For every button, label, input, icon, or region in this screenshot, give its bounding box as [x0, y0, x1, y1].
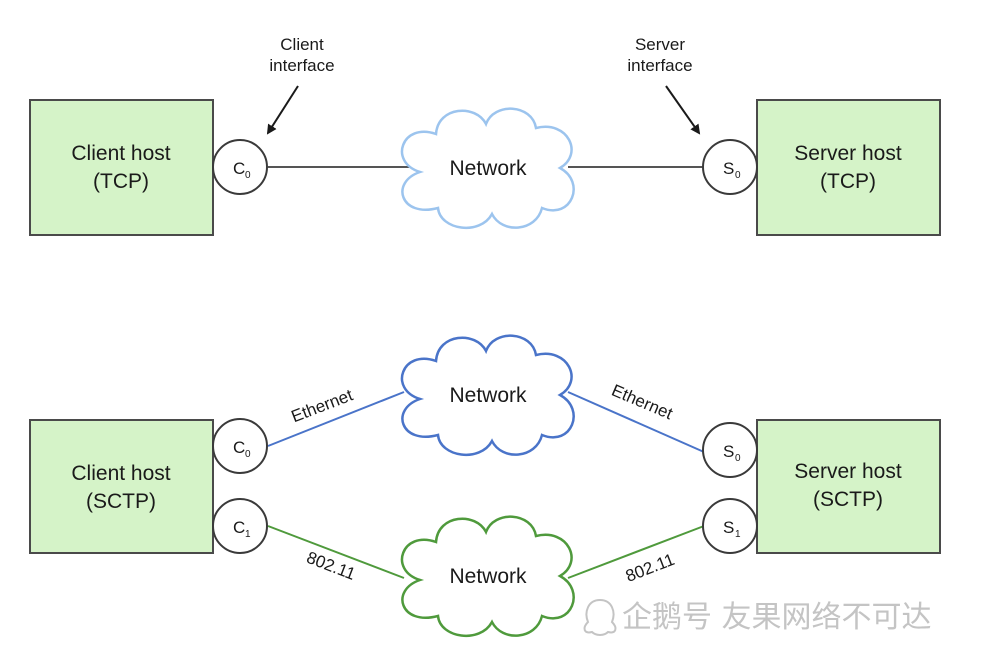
svg-text:C: C — [233, 518, 245, 537]
svg-text:C: C — [233, 159, 245, 178]
svg-text:1: 1 — [735, 529, 741, 540]
server-interface-arrow — [665, 85, 701, 135]
network-label: Network — [449, 384, 527, 407]
wifi-right-label: 802.11 — [623, 550, 677, 586]
svg-text:S: S — [723, 518, 734, 537]
server-host-protocol: (SCTP) — [813, 488, 883, 511]
svg-text:0: 0 — [735, 170, 741, 181]
svg-text:Client: Client — [280, 35, 324, 54]
svg-text:C: C — [233, 438, 245, 457]
client-host-label: Client host — [71, 462, 170, 485]
wifi-left-label: 802.11 — [304, 548, 358, 584]
svg-text:0: 0 — [245, 170, 251, 181]
client-host-sctp: Client host (SCTP) — [29, 419, 214, 554]
ethernet-left-label: Ethernet — [289, 385, 356, 426]
watermark-text: 企鹅号 友果网络不可达 — [622, 600, 932, 635]
svg-text:S: S — [723, 442, 734, 461]
server-host-protocol: (TCP) — [820, 170, 876, 193]
svg-text:interface: interface — [269, 56, 334, 75]
server-port-s0: S 0 — [702, 139, 758, 195]
server-port-s1-sctp: S 1 — [702, 498, 758, 554]
svg-text:0: 0 — [245, 449, 251, 460]
ethernet-network-cloud: Network — [400, 334, 575, 457]
client-host-protocol: (SCTP) — [86, 490, 156, 513]
penguin-logo-icon — [583, 598, 617, 636]
client-port-c0: C 0 — [212, 139, 268, 195]
client-interface-arrow — [266, 85, 299, 135]
ethernet-left-line — [267, 391, 405, 447]
svg-text:interface: interface — [627, 56, 692, 75]
network-label: Network — [449, 157, 527, 180]
client-port-c1-sctp: C 1 — [212, 498, 268, 554]
client-port-c0-sctp: C 0 — [212, 418, 268, 474]
client-interface-callout: Client interface — [266, 35, 335, 135]
client-host-tcp: Client host (TCP) — [29, 99, 214, 236]
wifi-network-cloud: Network — [400, 515, 575, 638]
server-host-sctp: Server host (SCTP) — [756, 419, 941, 554]
server-port-s0-sctp: S 0 — [702, 422, 758, 478]
server-host-tcp: Server host (TCP) — [756, 99, 941, 236]
wifi-left-line — [267, 525, 405, 579]
top-network-cloud: Network — [400, 107, 575, 230]
server-host-label: Server host — [794, 460, 902, 483]
server-host-label: Server host — [794, 142, 902, 165]
svg-text:0: 0 — [735, 453, 741, 464]
svg-text:S: S — [723, 159, 734, 178]
ethernet-right-label: Ethernet — [609, 381, 676, 424]
network-label: Network — [449, 565, 527, 588]
wifi-right-line — [567, 525, 705, 579]
ethernet-right-line — [567, 391, 705, 453]
client-host-protocol: (TCP) — [93, 170, 149, 193]
client-host-label: Client host — [71, 142, 170, 165]
watermark: 企鹅号 友果网络不可达 — [583, 598, 932, 636]
server-interface-callout: Server interface — [627, 35, 701, 135]
svg-text:1: 1 — [245, 529, 251, 540]
svg-text:Server: Server — [635, 35, 685, 54]
